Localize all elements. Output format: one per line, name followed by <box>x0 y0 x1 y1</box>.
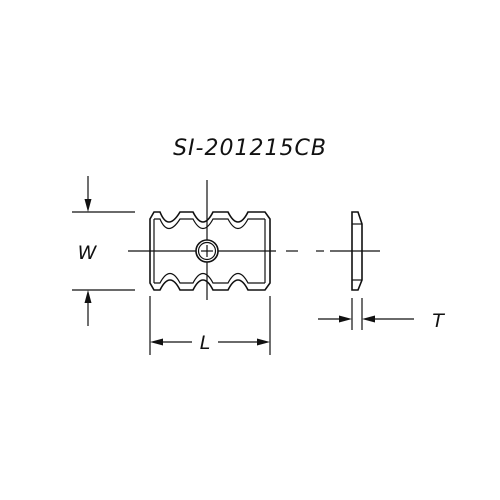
width-arrow-top <box>84 199 92 212</box>
length-arrow-right <box>257 338 270 346</box>
thickness-dimension: T <box>318 298 445 332</box>
center-lines <box>128 180 380 300</box>
length-arrow-left <box>150 338 163 346</box>
thickness-arrow-right <box>362 315 375 323</box>
thickness-label: T <box>432 310 445 332</box>
width-dimension: W <box>72 176 135 326</box>
length-dimension: L <box>149 296 271 355</box>
insert-inner-edge-bottom <box>154 272 265 284</box>
width-arrow-bottom <box>84 290 92 303</box>
insert-outline <box>149 211 271 291</box>
center-hole-inner <box>197 241 217 261</box>
length-label: L <box>200 332 211 354</box>
part-number-title: SI-201215CB <box>173 136 327 161</box>
insert-inner-edge-top <box>154 218 265 230</box>
insert-side-view <box>351 211 363 291</box>
width-label: W <box>78 242 98 264</box>
thickness-arrow-left <box>339 315 352 323</box>
